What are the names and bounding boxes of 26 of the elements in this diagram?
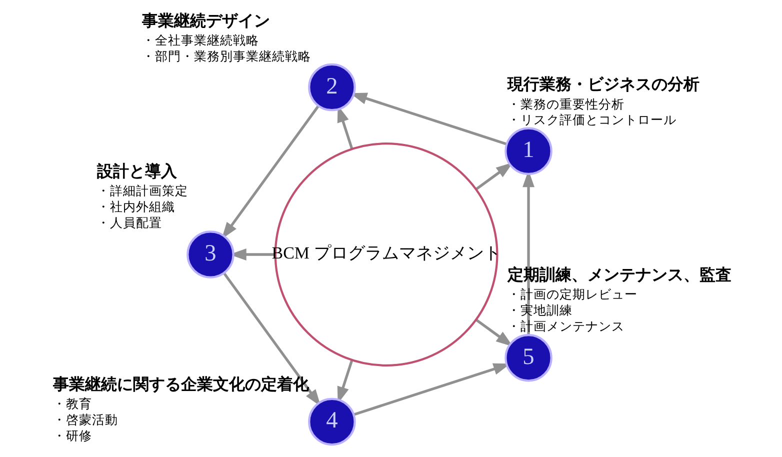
node-label: ・部門・業務別事業継続戦略 [141, 49, 310, 64]
node-label: ・リスク評価とコントロール [506, 113, 676, 128]
node-label: 設計と導入 [96, 163, 176, 180]
node-label: 現行業務・ビジネスの分析 [506, 76, 699, 94]
node-label: ・計画メンテナンス [506, 319, 624, 334]
node-label: ・実地訓練 [506, 303, 572, 318]
node-circle: 5 [504, 334, 552, 382]
node-label: ・社内外組織 [96, 200, 174, 214]
node-circle: 3 [186, 230, 234, 278]
node-label: ・教育 [52, 397, 92, 412]
node-label: ・人員配置 [96, 216, 162, 230]
node-label: 事業継続に関する企業文化の定着化 [52, 376, 308, 394]
node-label: ・計画の定期レビュー [506, 288, 637, 302]
node-label: ・業務の重要性分析 [506, 97, 624, 112]
node-circle: 4 [308, 398, 356, 446]
node-label: ・全社事業継続戦略 [141, 33, 258, 48]
node-label: ・詳細計画策定 [96, 184, 188, 198]
arrow [475, 318, 513, 347]
node-circle: 2 [308, 63, 356, 112]
node-label: 定期訓練、メンテナンス、監査 [506, 266, 731, 284]
node-label: 事業継続デザイン [141, 12, 270, 30]
node-label: ・啓蒙活動 [52, 412, 118, 427]
node-circle: 1 [504, 127, 552, 176]
arrow [475, 162, 513, 190]
node-label: ・研修 [52, 428, 92, 443]
arrow [222, 272, 320, 406]
